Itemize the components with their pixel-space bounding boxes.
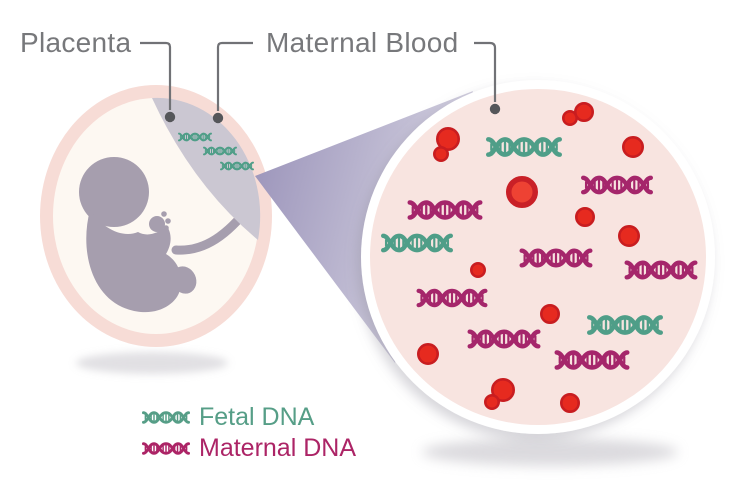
- fetus-head: [79, 157, 149, 227]
- maternal-blood-label: Maternal Blood: [266, 27, 459, 58]
- fetus-finger: [163, 225, 169, 231]
- red-blood-cell: [432, 146, 449, 163]
- fetus-silhouette: [79, 157, 255, 313]
- placenta-leader-dot: [164, 111, 176, 123]
- legend-item-fetal-dna: Fetal DNA: [142, 404, 356, 430]
- fetus-foot: [171, 266, 197, 294]
- red-blood-cell: [435, 127, 460, 152]
- maternal-dna-helix-icon: [142, 440, 190, 457]
- red-blood-cell: [574, 207, 595, 228]
- maternal-blood-left-leader-line: [216, 41, 253, 111]
- red-blood-cell: [559, 392, 580, 413]
- legend-label-fetal-dna: Fetal DNA: [199, 403, 315, 431]
- maternal-blood-right-leader-dot: [489, 103, 501, 115]
- placenta-leader-line: [140, 41, 172, 110]
- red-blood-cell: [490, 377, 515, 402]
- maternal-blood-right-leader-line: [474, 41, 497, 102]
- fetus-finger: [161, 211, 167, 217]
- red-blood-cell: [506, 176, 538, 208]
- legend: Fetal DNA Maternal DNA: [142, 404, 356, 461]
- fetus-finger: [165, 218, 171, 224]
- maternal-blood-left-leader-dot: [212, 112, 224, 124]
- placenta-label: Placenta: [20, 27, 132, 58]
- callout-leaders: [140, 41, 501, 124]
- red-blood-cell: [416, 342, 439, 365]
- red-blood-cell: [621, 136, 644, 159]
- fetus-hand: [149, 216, 165, 232]
- legend-item-maternal-dna: Maternal DNA: [142, 435, 356, 461]
- womb-ground-shadow: [76, 352, 228, 374]
- fetus-body: [86, 210, 182, 313]
- red-blood-cell: [469, 261, 486, 278]
- legend-label-maternal-dna: Maternal DNA: [199, 434, 356, 462]
- red-blood-cell: [617, 225, 640, 248]
- blood-cells-group: [416, 102, 644, 413]
- red-blood-cell: [539, 303, 560, 324]
- red-blood-cell: [483, 393, 500, 410]
- red-blood-cell: [573, 102, 594, 123]
- blood-ground-shadow: [422, 438, 678, 466]
- fetal-dna-helix-icon: [142, 409, 190, 426]
